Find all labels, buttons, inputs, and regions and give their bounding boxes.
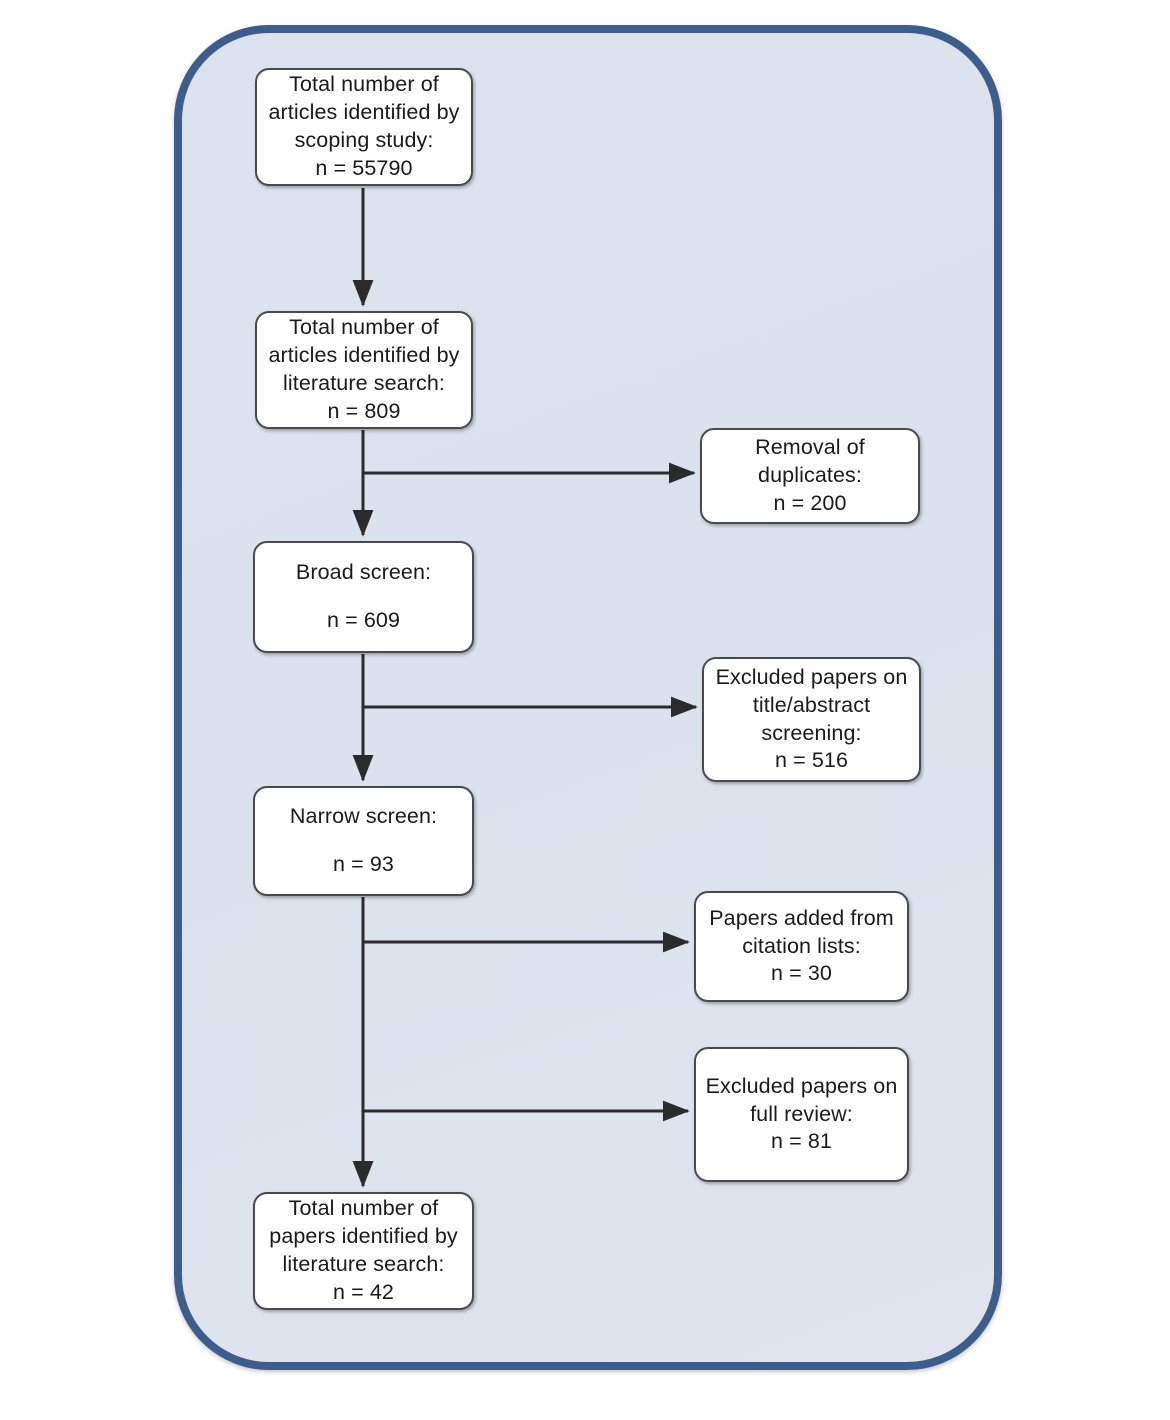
node-excluded-papers-full-review: Excluded papers on full review: n = 81: [694, 1047, 909, 1182]
node-count: n = 55790: [315, 155, 413, 180]
node-line: articles identified by: [268, 100, 460, 125]
node-line: citation lists:: [742, 933, 861, 958]
node-count: n = 809: [327, 398, 401, 423]
node-line: scoping study:: [294, 128, 434, 152]
node-line: duplicates:: [758, 463, 862, 488]
node-line: Total number of: [288, 1196, 439, 1221]
node-line: Total number of: [289, 72, 439, 97]
node-excluded-title-abstract-screening: Excluded papers on title/abstract screen…: [702, 657, 921, 782]
node-line: Excluded papers on: [705, 1073, 898, 1098]
node-line: Excluded papers on: [715, 664, 908, 689]
node-count: n = 42: [333, 1279, 394, 1304]
node-broad-screen: Broad screen: n = 609: [253, 541, 474, 653]
node-line: Total number of: [289, 315, 439, 340]
node-title: Broad screen:: [295, 560, 432, 585]
node-count: n = 93: [333, 852, 394, 876]
node-line: Papers added from: [709, 905, 894, 930]
node-title: Narrow screen:: [289, 804, 438, 829]
node-papers-added-from-citation-lists: Papers added from citation lists: n = 30: [694, 891, 909, 1002]
node-line: Removal of: [755, 435, 865, 460]
node-removal-of-duplicates: Removal of duplicates: n = 200: [700, 428, 920, 524]
node-line: literature search:: [282, 1252, 445, 1276]
node-line: articles identified by: [268, 343, 460, 368]
node-count: n = 200: [773, 490, 847, 515]
node-count: n = 609: [326, 608, 401, 632]
node-narrow-screen: Narrow screen: n = 93: [253, 786, 474, 896]
node-line: papers identified by: [269, 1224, 458, 1249]
node-total-articles-literature-search: Total number of articles identified by l…: [255, 311, 473, 429]
node-total-papers-identified-final: Total number of papers identified by lit…: [253, 1192, 474, 1310]
node-line: title/abstract: [752, 692, 871, 717]
node-line: full review:: [750, 1101, 853, 1126]
node-count: n = 516: [774, 748, 849, 773]
node-count: n = 30: [771, 961, 832, 986]
node-total-articles-scoping-study: Total number of articles identified by s…: [255, 68, 473, 186]
node-count: n = 81: [771, 1129, 832, 1154]
node-line: screening:: [761, 720, 862, 745]
node-line: literature search:: [283, 371, 445, 395]
